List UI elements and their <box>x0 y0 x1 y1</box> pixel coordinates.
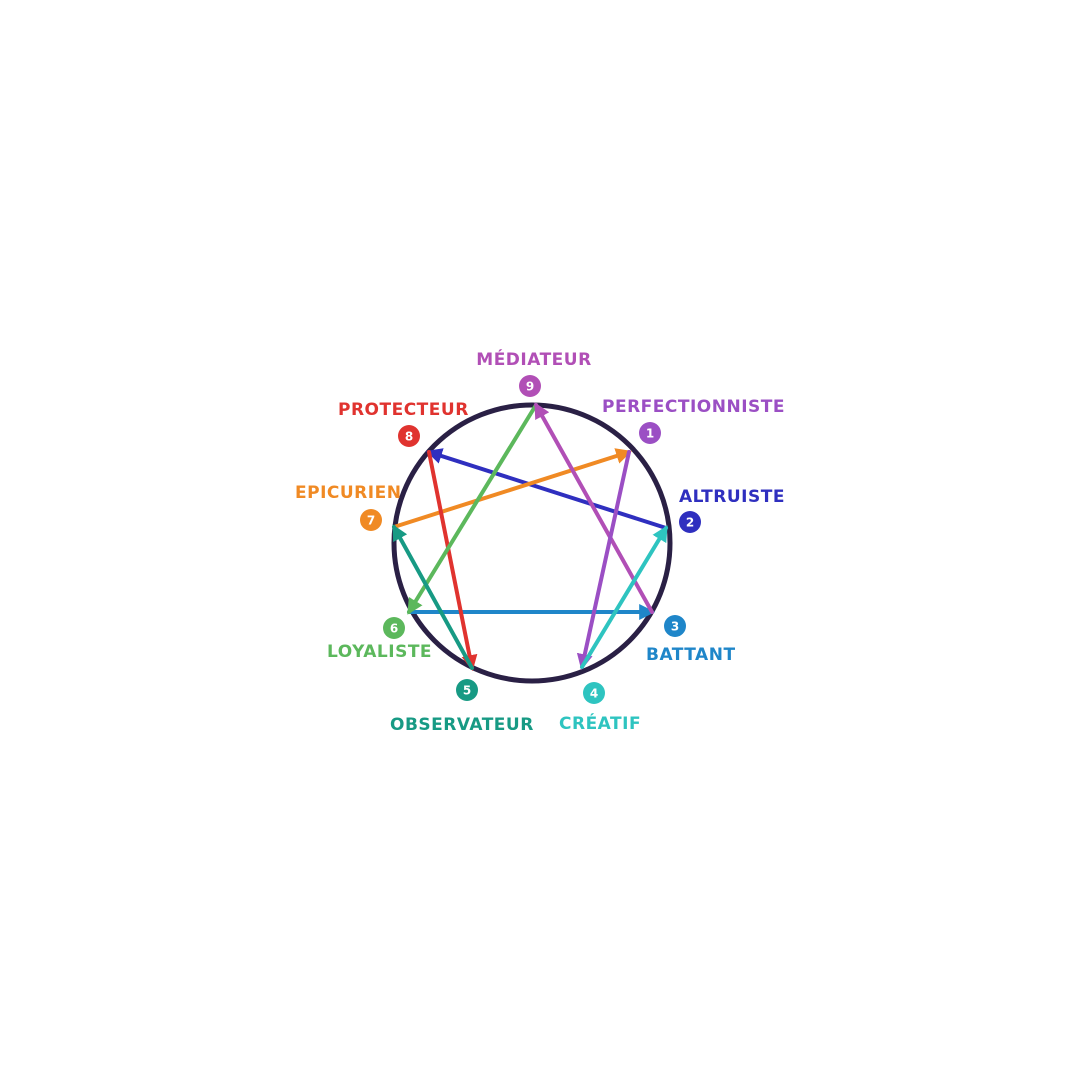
type-badge-3: 3 <box>664 615 686 637</box>
arrow-2-to-8 <box>425 448 668 530</box>
type-label-5: OBSERVATEUR <box>390 715 534 735</box>
arrow-7-to-1 <box>392 448 633 529</box>
type-badge-9: 9 <box>519 375 541 397</box>
type-badge-2: 2 <box>679 511 701 533</box>
type-badge-circle-1 <box>639 422 661 444</box>
type-number-1: 1 <box>646 427 654 441</box>
type-badge-circle-5 <box>456 679 478 701</box>
type-number-8: 8 <box>405 430 413 444</box>
type-badge-circle-4 <box>583 682 605 704</box>
type-label-2: ALTRUISTE <box>679 487 785 507</box>
arrow-9-to-6 <box>407 403 538 615</box>
type-label-6: LOYALISTE <box>327 642 432 662</box>
type-badge-circle-3 <box>664 615 686 637</box>
type-number-5: 5 <box>463 684 471 698</box>
type-badge-circle-9 <box>519 375 541 397</box>
type-number-7: 7 <box>367 514 375 528</box>
type-badge-circle-2 <box>679 511 701 533</box>
type-label-1: PERFECTIONNISTE <box>602 397 785 417</box>
type-badge-6: 6 <box>383 617 405 639</box>
type-number-6: 6 <box>390 622 398 636</box>
badge-layer: 1 2 3 4 5 6 7 8 9 <box>360 375 701 704</box>
arrow-5-to-7 <box>392 524 474 670</box>
arrow-layer <box>392 402 668 672</box>
type-badge-circle-7 <box>360 509 382 531</box>
type-label-7: EPICURIEN <box>295 483 401 503</box>
arrow-4-to-2 <box>580 525 668 669</box>
arrow-3-to-9 <box>534 402 654 614</box>
type-badge-circle-8 <box>398 425 420 447</box>
arrow-1-to-4 <box>576 450 631 671</box>
enneagram-circle <box>391 402 673 684</box>
type-badge-7: 7 <box>360 509 382 531</box>
type-number-3: 3 <box>671 620 679 634</box>
type-badge-4: 4 <box>583 682 605 704</box>
type-number-2: 2 <box>686 516 694 530</box>
type-label-9: MÉDIATEUR <box>476 348 591 370</box>
type-badge-5: 5 <box>456 679 478 701</box>
type-label-3: BATTANT <box>646 645 736 665</box>
type-badge-circle-6 <box>383 617 405 639</box>
type-number-9: 9 <box>526 380 534 394</box>
type-badge-1: 1 <box>639 422 661 444</box>
arrow-8-to-5 <box>427 450 478 672</box>
type-label-8: PROTECTEUR <box>338 400 469 420</box>
type-label-4: CRÉATIF <box>559 712 641 734</box>
type-number-4: 4 <box>590 687 598 701</box>
label-layer: PERFECTIONNISTE ALTRUISTE BATTANT CRÉATIF OB… <box>295 348 785 735</box>
type-badge-8: 8 <box>398 425 420 447</box>
